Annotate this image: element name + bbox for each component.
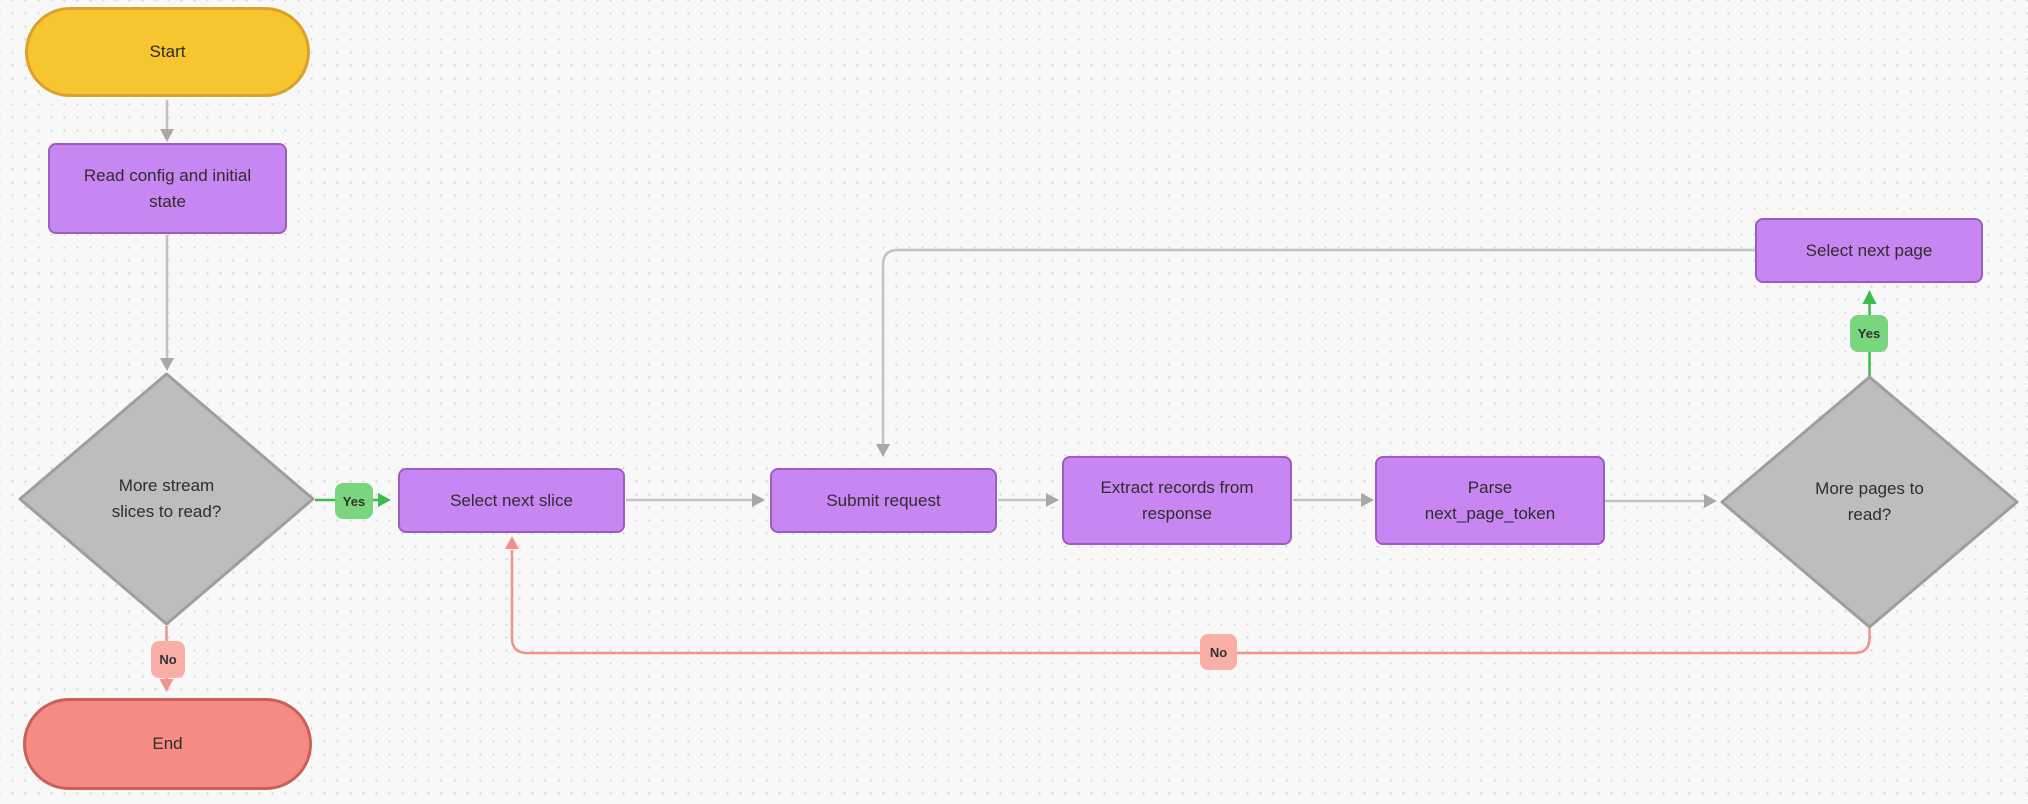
edge-more-pages-no — [505, 536, 1871, 655]
edge-label-slices-no: No — [151, 641, 185, 678]
node-select-next-slice: Select next slice — [398, 468, 625, 533]
arrowhead-down-icon — [159, 679, 174, 692]
node-more-pages-label: More pages to read? — [1815, 479, 1924, 524]
edge-select-slice-to-submit — [626, 493, 765, 507]
node-start-label: Start — [149, 42, 186, 61]
edge-extract-to-parse — [1293, 493, 1374, 507]
node-submit-request-label: Submit request — [826, 490, 941, 510]
arrowhead-right-icon — [1046, 493, 1059, 507]
node-more-stream-slices-label: More stream slices to read? — [111, 476, 222, 521]
arrowhead-down-icon — [876, 444, 890, 457]
node-extract-records: Extract records from response — [1062, 456, 1292, 545]
arrowhead-right-icon — [1704, 494, 1717, 508]
arrowhead-down-icon — [160, 129, 174, 142]
diamond-shape — [1720, 375, 2019, 629]
edge-select-page-to-submit — [876, 248, 1755, 457]
node-parse-next-page-token: Parse next_page_token — [1375, 456, 1605, 545]
node-end: End — [23, 698, 312, 790]
arrowhead-right-icon — [1361, 493, 1374, 507]
node-select-next-slice-label: Select next slice — [450, 490, 573, 510]
arrowhead-up-icon — [1862, 290, 1877, 304]
edge-label-text: No — [1209, 644, 1228, 660]
node-read-config: Read config and initial state — [48, 143, 287, 234]
edge-submit-to-extract — [998, 493, 1059, 507]
arrowhead-right-icon — [752, 493, 765, 507]
node-end-label: End — [152, 734, 183, 753]
edge-label-pages-yes: Yes — [1850, 315, 1888, 352]
node-more-stream-slices-decision: More stream slices to read? — [18, 372, 315, 626]
edge-read-config-to-more-slices — [160, 235, 174, 371]
node-more-pages-decision: More pages to read? — [1720, 375, 2019, 629]
node-read-config-label: Read config and initial state — [83, 165, 252, 211]
arrowhead-up-icon — [505, 536, 519, 549]
node-extract-records-label: Extract records from response — [1100, 477, 1254, 523]
edge-label-text: Yes — [342, 493, 366, 509]
node-select-next-page: Select next page — [1755, 218, 1983, 283]
node-start: Start — [25, 7, 310, 97]
edge-parse-to-more-pages — [1605, 494, 1717, 508]
edge-label-text: No — [159, 652, 177, 667]
node-submit-request: Submit request — [770, 468, 997, 533]
node-select-next-page-label: Select next page — [1805, 240, 1933, 260]
node-parse-next-page-token-label: Parse next_page_token — [1424, 477, 1556, 523]
edge-label-pages-no: No — [1200, 634, 1237, 670]
edge-label-slices-yes: Yes — [335, 483, 373, 519]
edge-label-text: Yes — [1857, 326, 1881, 341]
arrowhead-right-icon — [378, 493, 391, 507]
diamond-shape — [18, 372, 315, 626]
edge-start-to-read-config — [160, 100, 174, 142]
arrowhead-down-icon — [160, 358, 174, 371]
